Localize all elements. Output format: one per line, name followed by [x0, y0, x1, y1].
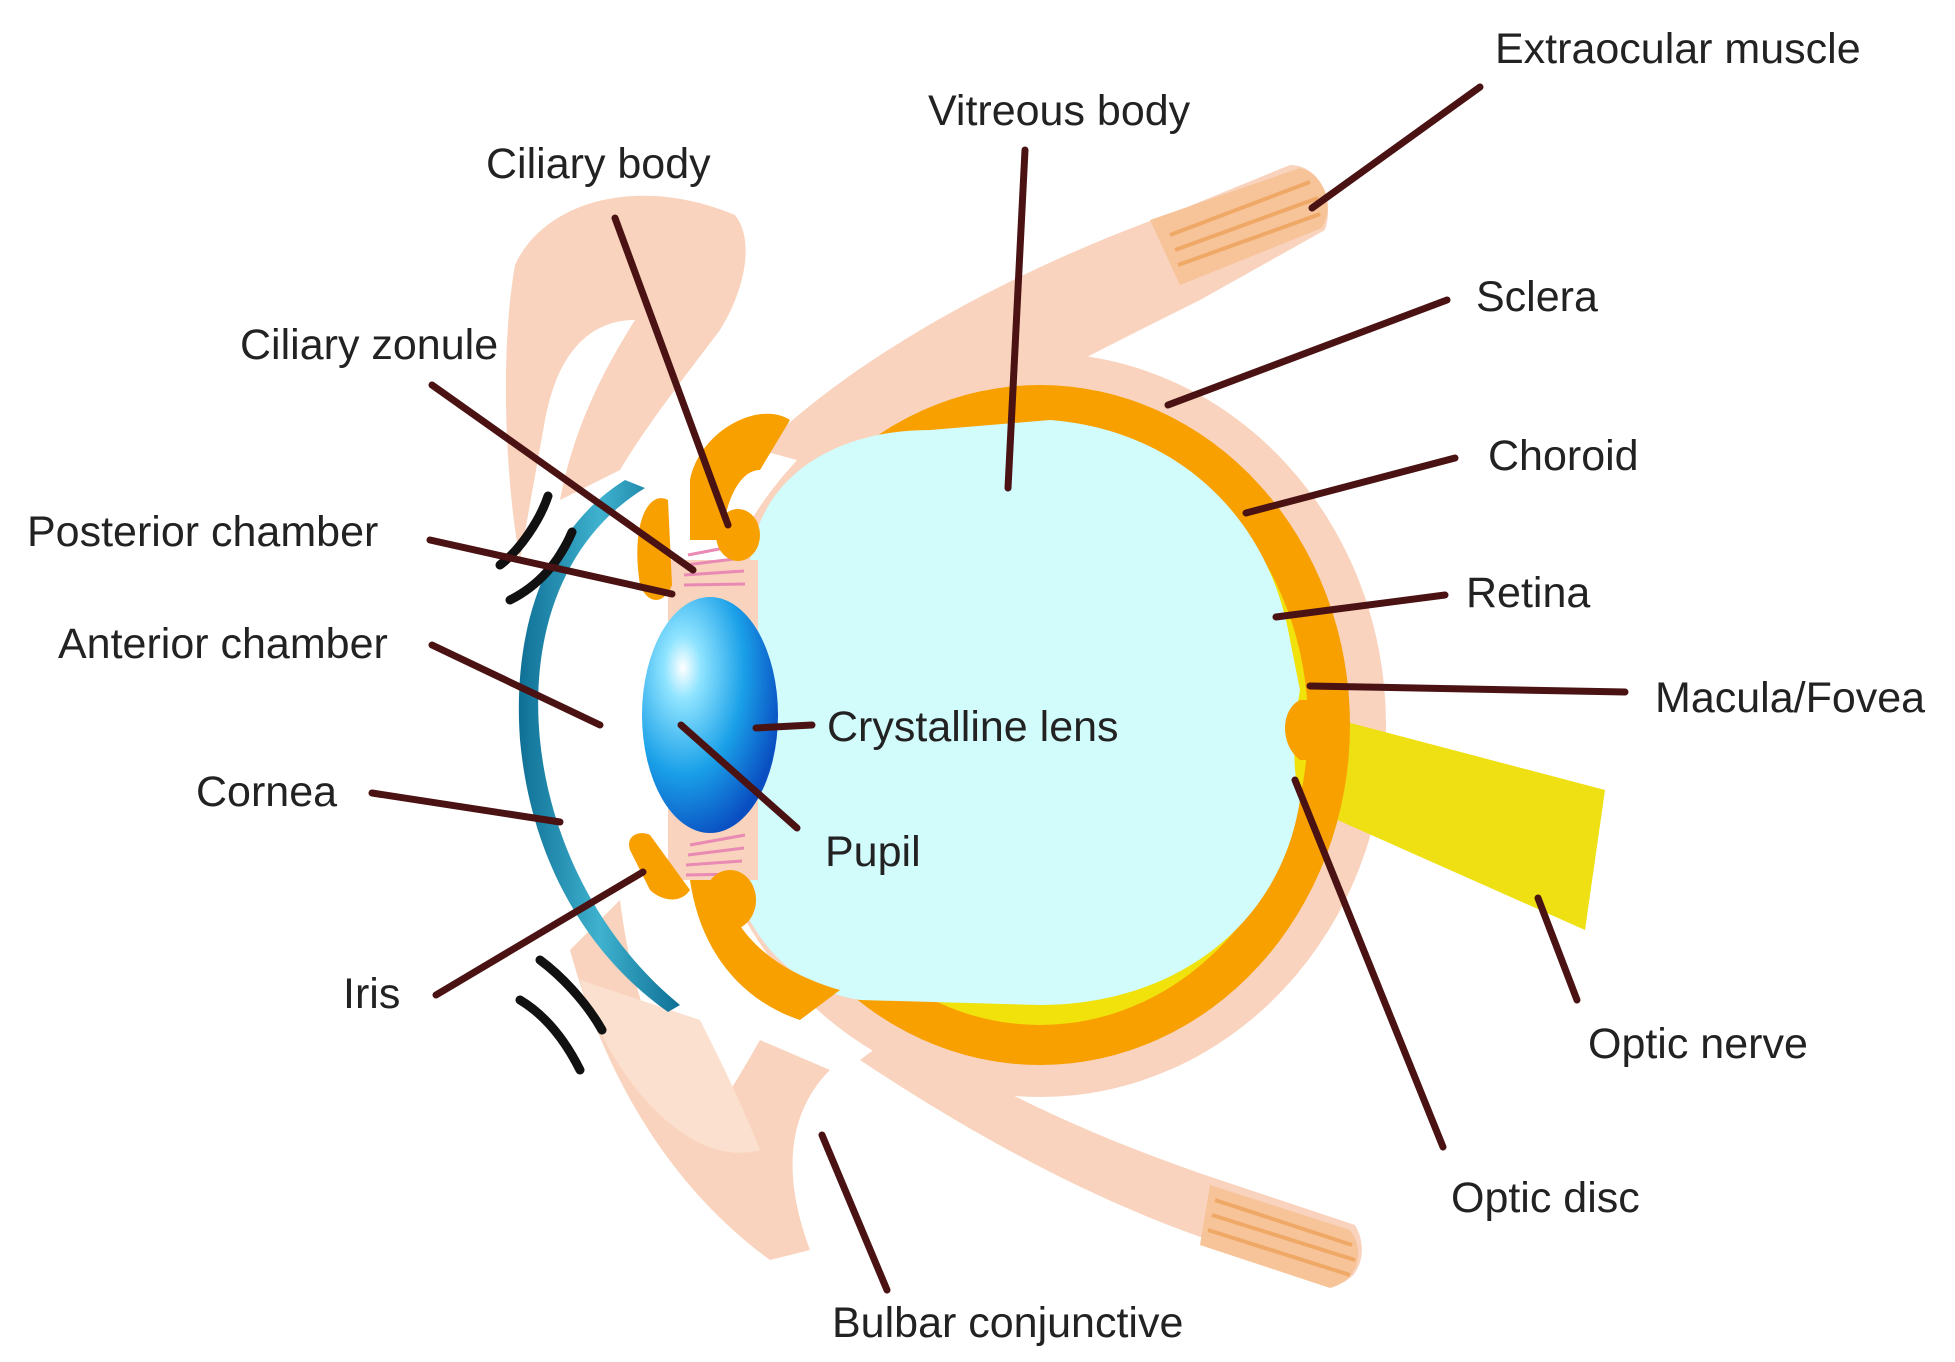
label-macula-fovea: Macula/Fovea [1655, 674, 1925, 722]
upper-eyelid [505, 195, 746, 560]
leader-posterior-chamber [426, 536, 676, 598]
lower-eyelashes [515, 955, 607, 1075]
crystalline-lens-shape [642, 597, 778, 833]
leader-iris [432, 868, 647, 999]
lower-eyelid [570, 900, 830, 1260]
label-choroid: Choroid [1488, 432, 1639, 480]
leader-choroid [1242, 454, 1459, 517]
leader-cornea [368, 789, 564, 826]
label-crystalline-lens: Crystalline lens [827, 703, 1119, 751]
labels: Extraocular muscle Vitreous body Ciliary… [27, 25, 1925, 1347]
label-pupil: Pupil [825, 828, 921, 876]
upper-muscle-stripes [1169, 180, 1321, 267]
label-bulbar-conjunctive: Bulbar conjunctive [832, 1299, 1183, 1347]
iris-upper [637, 498, 672, 600]
label-anterior-chamber: Anterior chamber [58, 620, 388, 668]
leader-macula-fovea [1306, 682, 1629, 696]
optic-nerve-shape [1315, 715, 1605, 930]
lower-muscle-stripes [1207, 1198, 1356, 1277]
leader-bulbar-conjunctive [818, 1131, 891, 1294]
leader-lines [368, 83, 1629, 1294]
leader-retina [1272, 591, 1449, 621]
label-retina: Retina [1466, 569, 1590, 617]
label-ciliary-body: Ciliary body [486, 140, 711, 188]
leader-ciliary-zonule [428, 381, 697, 574]
label-extraocular-muscle: Extraocular muscle [1495, 25, 1861, 73]
label-optic-nerve: Optic nerve [1588, 1020, 1808, 1068]
leader-anterior-chamber [428, 641, 604, 729]
sclera-front-upper [690, 413, 790, 540]
sclera-front-lower [690, 880, 840, 1020]
label-iris: Iris [343, 970, 400, 1018]
label-ciliary-zonule: Ciliary zonule [240, 321, 498, 369]
leader-crystalline-lens [752, 721, 816, 732]
leader-pupil [677, 721, 801, 832]
label-cornea: Cornea [196, 768, 337, 816]
leader-extraocular-muscle [1308, 83, 1484, 212]
iris-lower [629, 833, 690, 900]
leader-vitreous-body [1004, 146, 1029, 492]
label-sclera: Sclera [1476, 273, 1598, 321]
leader-ciliary-body [611, 214, 732, 529]
lower-lid-inner [580, 980, 760, 1153]
optic-disc-bump [1285, 700, 1318, 760]
label-optic-disc: Optic disc [1451, 1174, 1640, 1222]
leader-optic-nerve [1534, 894, 1581, 1004]
label-posterior-chamber: Posterior chamber [27, 508, 378, 556]
cornea-shape [518, 480, 680, 1012]
label-vitreous-body: Vitreous body [928, 87, 1191, 135]
vitreous-body-shape [730, 420, 1300, 1005]
leader-optic-disc [1291, 776, 1447, 1151]
leader-sclera [1164, 296, 1451, 409]
